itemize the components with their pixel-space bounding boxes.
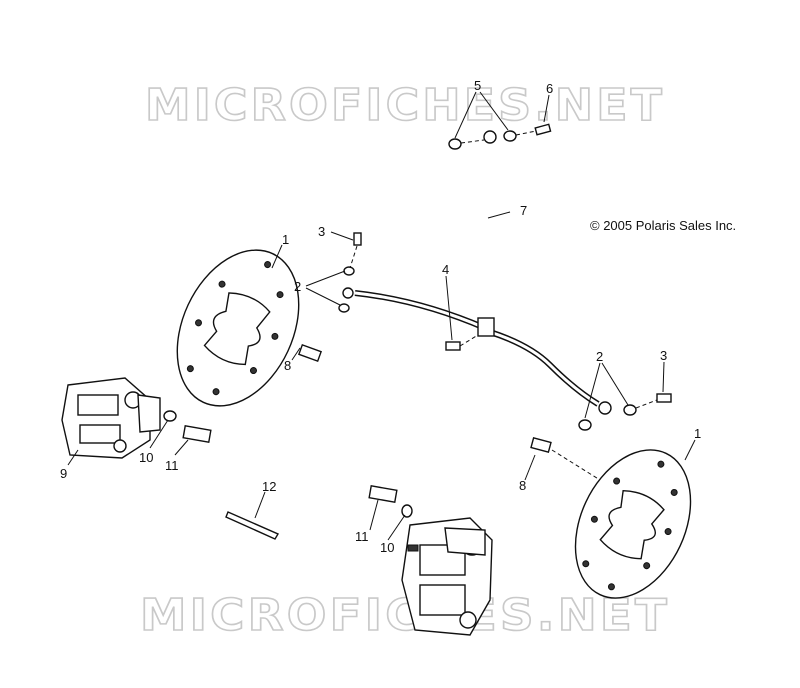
- callout-11-right: 11: [355, 529, 369, 544]
- callout-3-right: 3: [660, 348, 667, 363]
- callout-1-left: 1: [282, 232, 289, 247]
- bolt-rotor-left: [297, 343, 323, 363]
- tee-fitting: [477, 317, 495, 337]
- bolt-left: [353, 232, 362, 246]
- bolt-center: [445, 341, 461, 351]
- brake-pad-shim: [225, 511, 280, 540]
- callout-12: 12: [262, 479, 276, 494]
- callout-1-right: 1: [694, 426, 701, 441]
- watermark-top: MICROFICHES.NET: [145, 80, 665, 131]
- callout-4: 4: [442, 262, 449, 277]
- banjo-fitting-right: [598, 401, 612, 415]
- callout-7: 7: [520, 203, 527, 218]
- callout-10-right: 10: [380, 540, 394, 555]
- hardware: [163, 123, 672, 540]
- banjo-fitting-left: [342, 287, 354, 299]
- washer-left-upper: [343, 266, 355, 276]
- bolt-caliper-right: [368, 485, 398, 503]
- callout-3-left: 3: [318, 224, 325, 239]
- banjo-fitting-top: [483, 130, 497, 144]
- washer-caliper-left: [163, 410, 177, 422]
- callout-8-right: 8: [519, 478, 526, 493]
- callout-11-left: 11: [165, 458, 179, 473]
- callout-6: 6: [546, 81, 553, 96]
- bolt-right: [656, 393, 672, 403]
- washer-right-upper: [623, 404, 637, 416]
- bolt-top: [534, 123, 552, 136]
- watermark-bottom: MICROFICHES.NET: [140, 590, 670, 641]
- brake-caliper-left: [61, 377, 161, 459]
- callout-5: 5: [474, 78, 481, 93]
- bolt-caliper-left: [182, 425, 212, 443]
- washer-top-left: [448, 138, 462, 150]
- callout-labels: 5 6 7 3 1 2 4 8 2 3 1 9 10 11 12 8 11 10: [60, 78, 701, 555]
- bolt-rotor-right: [530, 436, 552, 454]
- washer-left-lower: [338, 303, 350, 313]
- washer-right-lower: [578, 419, 592, 431]
- callout-2-left: 2: [294, 279, 301, 294]
- brake-line-assembly: [342, 130, 612, 415]
- copyright-notice: © 2005 Polaris Sales Inc.: [590, 218, 736, 233]
- washer-top-right: [503, 130, 517, 142]
- brake-rotor-right: [574, 449, 692, 599]
- brake-caliper-right: [401, 517, 493, 636]
- callout-8-left: 8: [284, 358, 291, 373]
- washer-caliper-right: [401, 504, 413, 518]
- brake-rotor-left: [176, 249, 300, 407]
- callout-leaders: [67, 91, 696, 541]
- callout-9: 9: [60, 466, 67, 481]
- callout-2-right: 2: [596, 349, 603, 364]
- callout-10-left: 10: [139, 450, 153, 465]
